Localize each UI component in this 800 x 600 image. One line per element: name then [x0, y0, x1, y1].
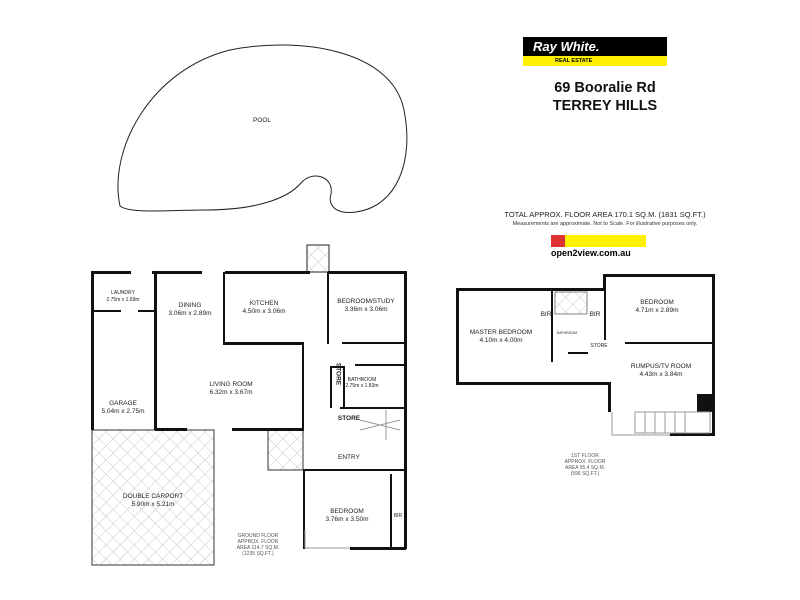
kitchen-size: 4.50m x 3.06m — [243, 308, 286, 315]
living-name: LIVING ROOM — [209, 381, 252, 388]
pool-label: POOL — [253, 117, 271, 124]
address-suburb: TERREY HILLS — [552, 98, 658, 114]
entry-label: ENTRY — [338, 454, 361, 461]
first-bathroom-name: BATHROOM — [557, 331, 577, 335]
first-bedroom-name: BEDROOM — [640, 299, 674, 306]
disclaimer: Measurements are approximate. Not to Sca… — [512, 221, 698, 227]
living-size: 6.32m x 3.67m — [210, 389, 253, 396]
garage-size: 5.04m x 2.75m — [102, 408, 145, 415]
master-bedroom-name: MASTER BEDROOM — [470, 329, 532, 336]
patio-area — [267, 429, 304, 471]
rumpus-name: RUMPUS/TV ROOM — [631, 363, 691, 370]
ground-bedroom-name: BEDROOM — [330, 508, 364, 515]
rumpus-size: 4.43m x 3.84m — [640, 371, 683, 378]
bir-label-1: BIR — [541, 311, 552, 318]
study-name: BEDROOM/STUDY — [337, 298, 395, 305]
master-bedroom-size: 4.10m x 4.00m — [480, 337, 523, 344]
brand-name: Ray White. — [523, 37, 667, 56]
first-area-line: APPROX. FLOOR — [565, 459, 606, 465]
laundry-size: 2.75m x 1.69m — [106, 297, 139, 303]
ray-white-logo: Ray White. REAL ESTATE — [523, 37, 667, 66]
garage-name: GARAGE — [109, 400, 137, 407]
first-store-label: STORE — [590, 343, 608, 349]
first-area-line: AREA 55.4 SQ.M. — [565, 465, 605, 471]
first-bedroom-size: 4.71m x 2.89m — [636, 307, 679, 314]
ground-area-line: AREA 114.7 SQ.M. — [237, 545, 279, 551]
ground-bathroom-size: 2.75m x 1.83m — [345, 383, 378, 389]
brand-sub: REAL ESTATE — [523, 56, 667, 66]
camera-icon — [551, 235, 565, 247]
total-floor-area: TOTAL APPROX. FLOOR AREA 170.1 SQ.M. (18… — [504, 210, 706, 219]
ground-area-line: APPROX. FLOOR — [238, 539, 279, 545]
address-street: 69 Booralie Rd — [554, 80, 656, 96]
chimney — [306, 244, 330, 273]
carport-area — [91, 429, 215, 566]
store-vertical-label: STORE — [335, 363, 342, 386]
open2view-badge: open2view.com.au — [551, 235, 646, 258]
first-area-line: (596 SQ.FT.) — [571, 471, 600, 477]
store-label: STORE — [338, 415, 361, 422]
ground-bathroom-name: BATHROOM — [348, 377, 377, 383]
carport-size: 5.90m x 5.21m — [132, 501, 175, 508]
ground-bedroom-size: 3.76m x 3.50m — [326, 516, 369, 523]
first-area-line: 1ST FLOOR — [571, 453, 599, 459]
dining-name: DINING — [179, 302, 202, 309]
kitchen-name: KITCHEN — [250, 300, 279, 307]
ground-area-line: GROUND FLOOR — [238, 533, 279, 539]
ground-bir-label: BIR — [394, 513, 403, 519]
carport-name: DOUBLE CARPORT — [123, 493, 183, 500]
ground-area-line: (1235 SQ.FT.) — [242, 551, 274, 557]
bir-label-2: BIR — [590, 311, 601, 318]
first-floor-plan — [456, 274, 715, 436]
pool-outline — [117, 44, 408, 213]
laundry-name: LAUNDRY — [111, 290, 135, 296]
open2view-site: open2view.com.au — [551, 248, 631, 258]
ground-floor-plan — [91, 244, 407, 566]
dining-size: 3.06m x 2.89m — [169, 310, 212, 317]
study-size: 3.36m x 3.06m — [345, 306, 388, 313]
